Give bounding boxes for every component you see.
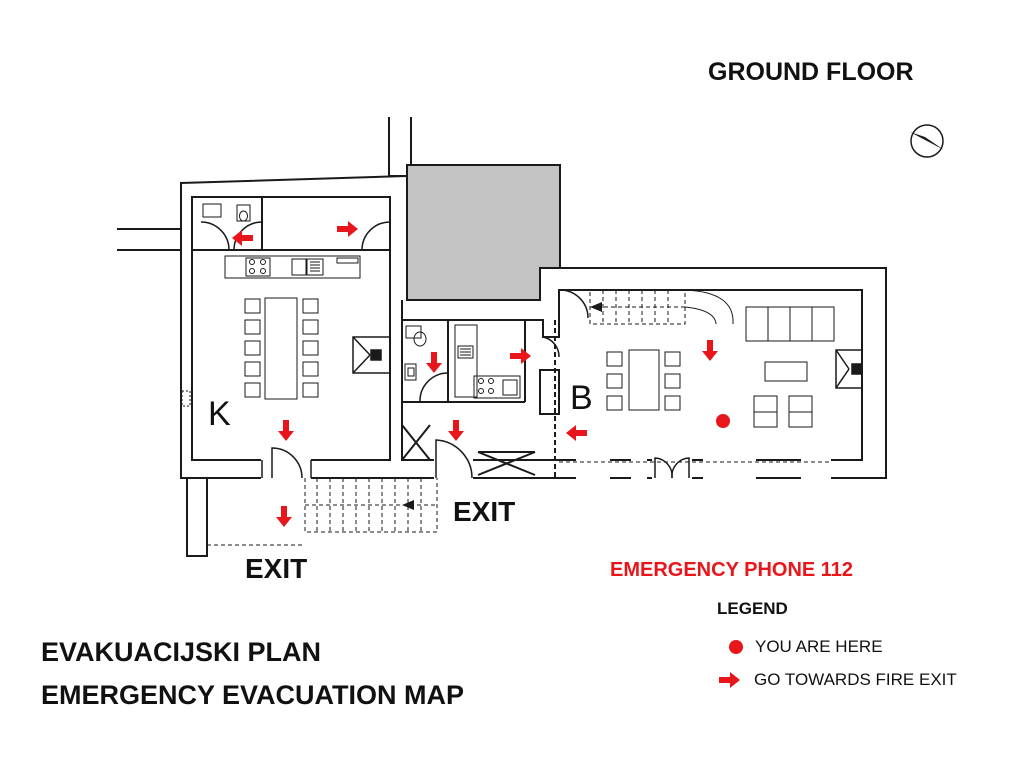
north-arrow-icon — [910, 124, 944, 158]
floor-title: GROUND FLOOR — [708, 58, 914, 86]
staircase-lower — [206, 478, 438, 546]
middle-fixtures — [404, 324, 521, 399]
legend-dot-icon — [729, 640, 743, 654]
upper-stair-arrow — [590, 302, 602, 312]
title-english: EMERGENCY EVACUATION MAP — [41, 680, 465, 710]
exit-label-left: EXIT — [245, 553, 308, 584]
legend-arrow-icon — [719, 672, 740, 688]
legend-go-towards-exit: GO TOWARDS FIRE EXIT — [754, 670, 957, 689]
kitchen-left-counter — [224, 255, 361, 279]
legend-you-are-here: YOU ARE HERE — [755, 637, 883, 656]
wall-fixture — [181, 390, 191, 407]
bathroom-left-fixtures — [202, 203, 251, 222]
fireplace-right — [835, 349, 863, 389]
shaded-courtyard — [406, 164, 561, 301]
fireplace-left — [352, 336, 391, 374]
emergency-phone: EMERGENCY PHONE 112 — [610, 559, 854, 581]
door-swings — [200, 221, 690, 479]
stair-direction-arrow — [402, 500, 414, 510]
title-local: EVAKUACIJSKI PLAN — [41, 637, 322, 667]
legend-title: LEGEND — [717, 599, 788, 618]
room-label-b: B — [570, 379, 593, 417]
red-dot-icon — [716, 414, 730, 428]
room-label-k: K — [208, 395, 231, 433]
dining-table — [244, 297, 319, 400]
exit-label-right: EXIT — [453, 496, 516, 527]
interior-partitions — [192, 175, 560, 478]
red-arrow-icon — [276, 506, 292, 527]
living-room-furniture — [559, 306, 835, 463]
